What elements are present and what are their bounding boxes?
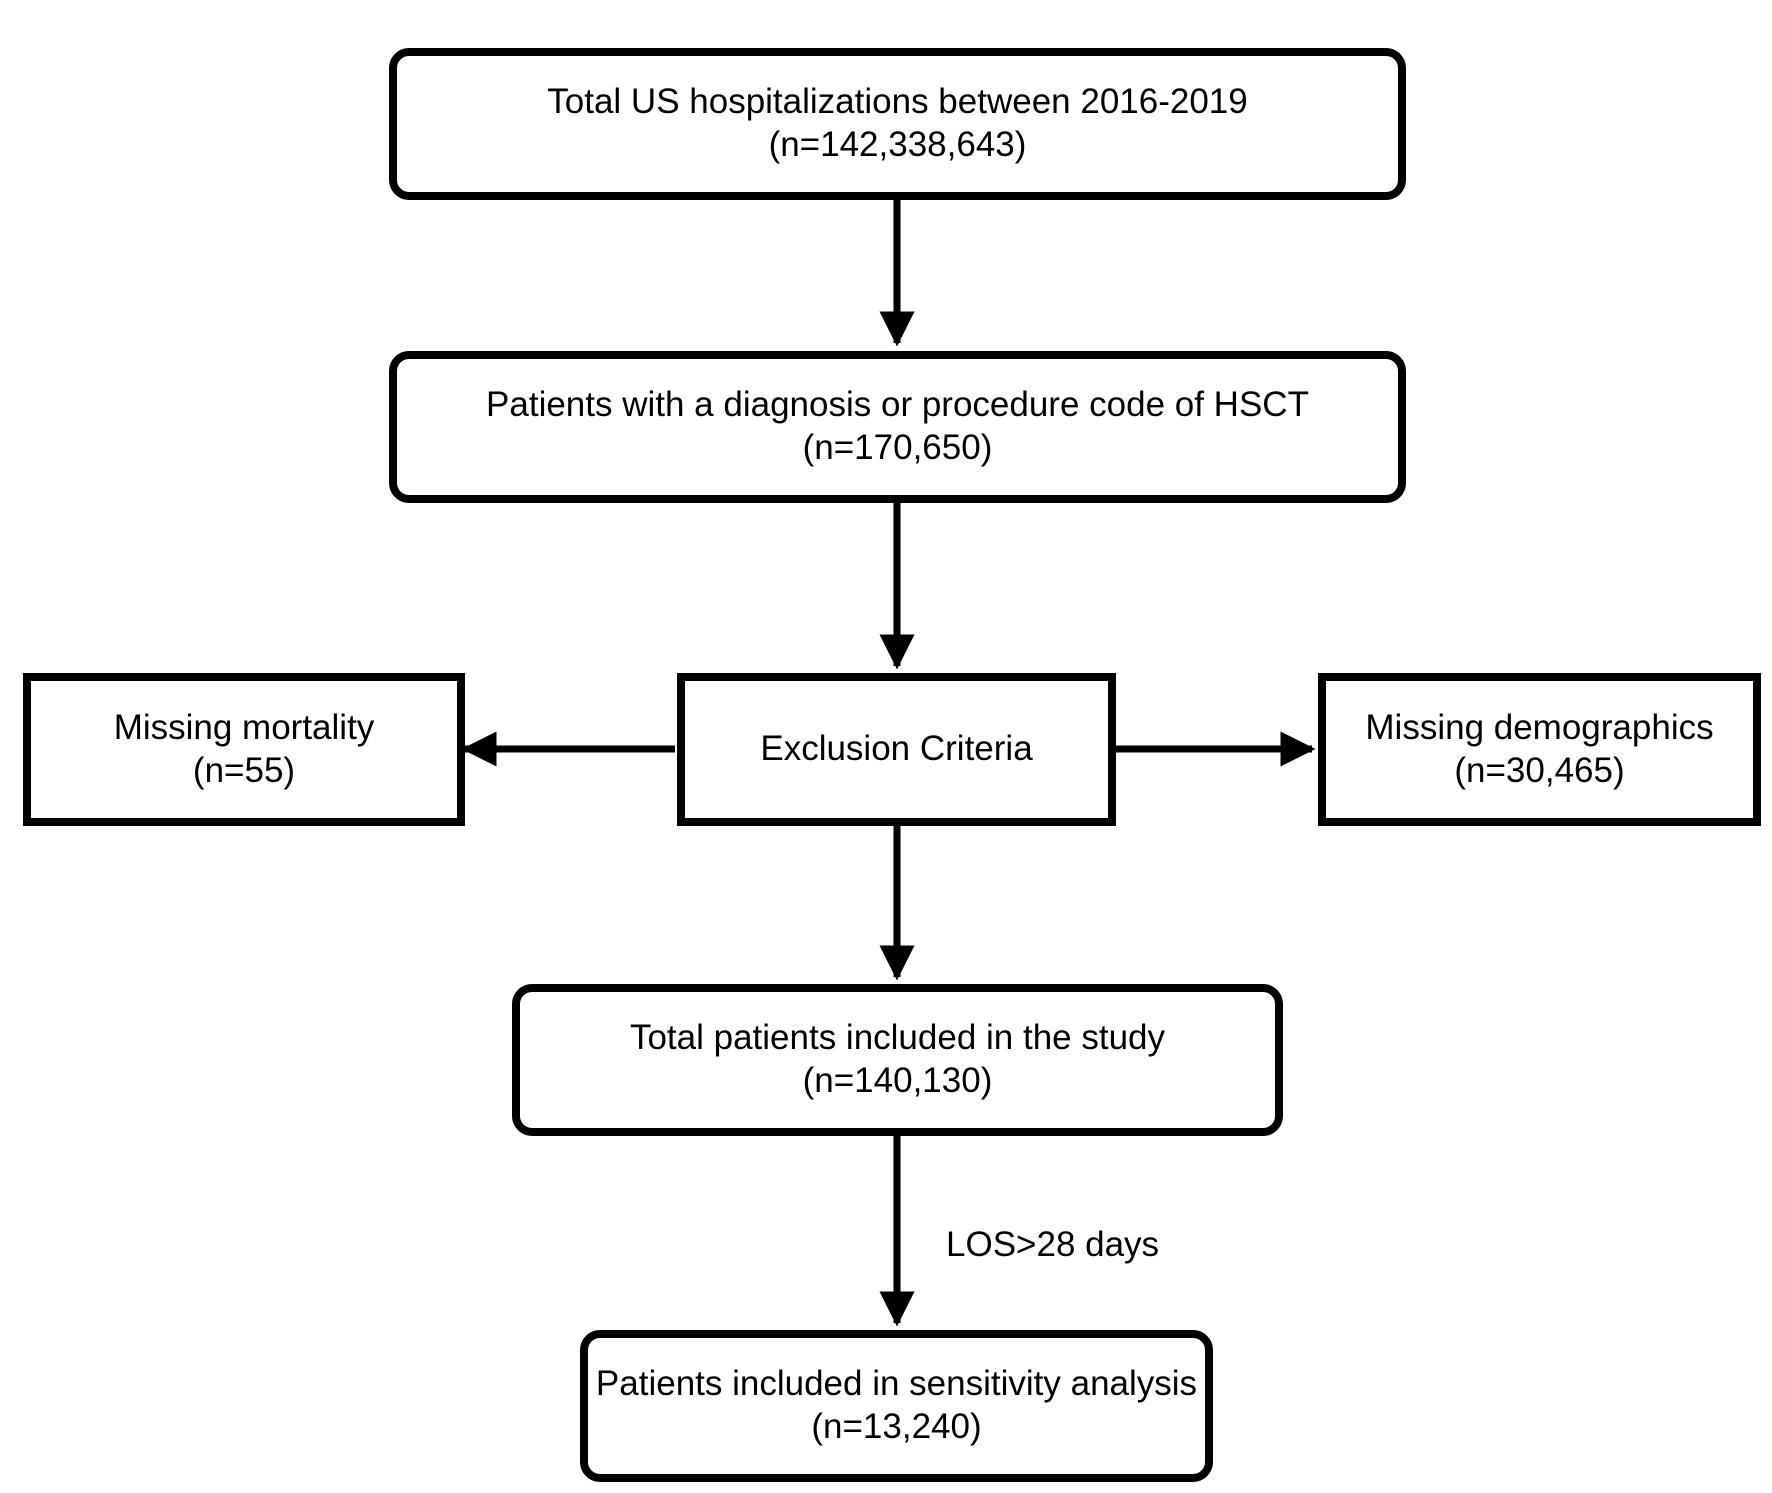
missing-mortality-count: (n=55) — [192, 750, 296, 790]
missing-mortality-label: Missing mortality — [113, 707, 375, 747]
total-included-count: (n=140,130) — [802, 1061, 993, 1100]
missing-demographics-count: (n=30,465) — [1454, 750, 1625, 790]
sensitivity-analysis-count: (n=13,240) — [811, 1407, 982, 1446]
total-included-box: Total patients included in the study (n=… — [512, 984, 1283, 1136]
exclusion-criteria-box: Exclusion Criteria — [677, 673, 1116, 826]
total-hospitalizations-box: Total US hospitalizations between 2016-2… — [389, 48, 1406, 200]
missing-mortality-box: Missing mortality (n=55) — [23, 673, 465, 826]
sensitivity-analysis-label: Patients included in sensitivity analysi… — [595, 1364, 1198, 1404]
hsct-patients-count: (n=170,650) — [802, 428, 993, 467]
missing-demographics-box: Missing demographics (n=30,465) — [1318, 673, 1761, 826]
sensitivity-analysis-box: Patients included in sensitivity analysi… — [580, 1330, 1213, 1482]
hsct-patients-label: Patients with a diagnosis or procedure c… — [486, 385, 1309, 425]
total-hospitalizations-count: (n=142,338,643) — [768, 125, 1027, 164]
los-edge-label: LOS>28 days — [946, 1225, 1160, 1264]
total-hospitalizations-label: Total US hospitalizations between 2016-2… — [547, 82, 1248, 122]
missing-demographics-label: Missing demographics — [1365, 707, 1714, 747]
exclusion-criteria-label: Exclusion Criteria — [760, 729, 1033, 769]
total-included-label: Total patients included in the study — [629, 1018, 1166, 1058]
hsct-patients-box: Patients with a diagnosis or procedure c… — [389, 351, 1406, 503]
